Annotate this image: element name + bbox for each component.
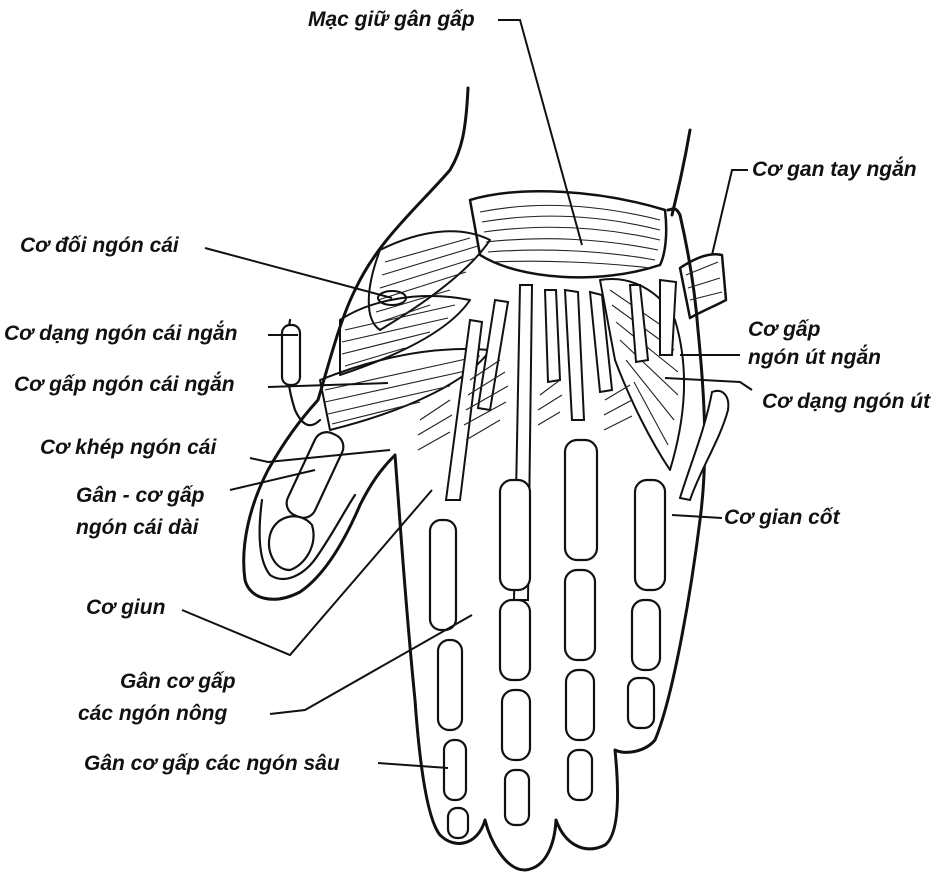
label-fds-2: các ngón nông <box>78 702 227 726</box>
label-flexor-pollicis-brevis: Cơ gấp ngón cái ngắn <box>14 373 235 397</box>
forearm-ulnar-edge <box>672 130 690 215</box>
label-flexor-digiti-minimi-1: Cơ gấp <box>748 318 820 342</box>
label-flexor-digiti-minimi-2: ngón út ngắn <box>748 346 881 370</box>
flexor-retinaculum-band <box>470 191 666 277</box>
forearm-radial-edge <box>355 88 468 290</box>
ring-finger-bones <box>628 480 665 728</box>
label-fpl-1: Gân - cơ gấp <box>76 484 204 508</box>
label-lumbricals: Cơ giun <box>86 596 165 620</box>
label-fpl-2: ngón cái dài <box>76 516 199 540</box>
label-fdp-tendons: Gân cơ gấp các ngón sâu <box>84 752 340 776</box>
label-adductor-pollicis: Cơ khép ngón cái <box>40 436 216 460</box>
label-fds-1: Gân cơ gấp <box>120 670 236 694</box>
label-abductor-digiti-minimi: Cơ dạng ngón út <box>762 390 930 414</box>
label-palmaris-brevis: Cơ gan tay ngắn <box>752 158 917 182</box>
label-opponens-pollicis: Cơ đối ngón cái <box>20 234 179 258</box>
label-abductor-pollicis-brevis: Cơ dạng ngón cái ngắn <box>4 322 237 346</box>
label-flexor-retinaculum: Mạc giữ gân gấp <box>308 8 475 32</box>
label-interossei: Cơ gian cốt <box>724 506 840 530</box>
index-finger-bones <box>500 480 530 825</box>
middle-finger-bones <box>565 440 597 800</box>
hypothenar-muscles <box>600 279 684 470</box>
little-finger-bones <box>430 520 468 838</box>
palmaris-brevis-flap <box>680 254 726 318</box>
